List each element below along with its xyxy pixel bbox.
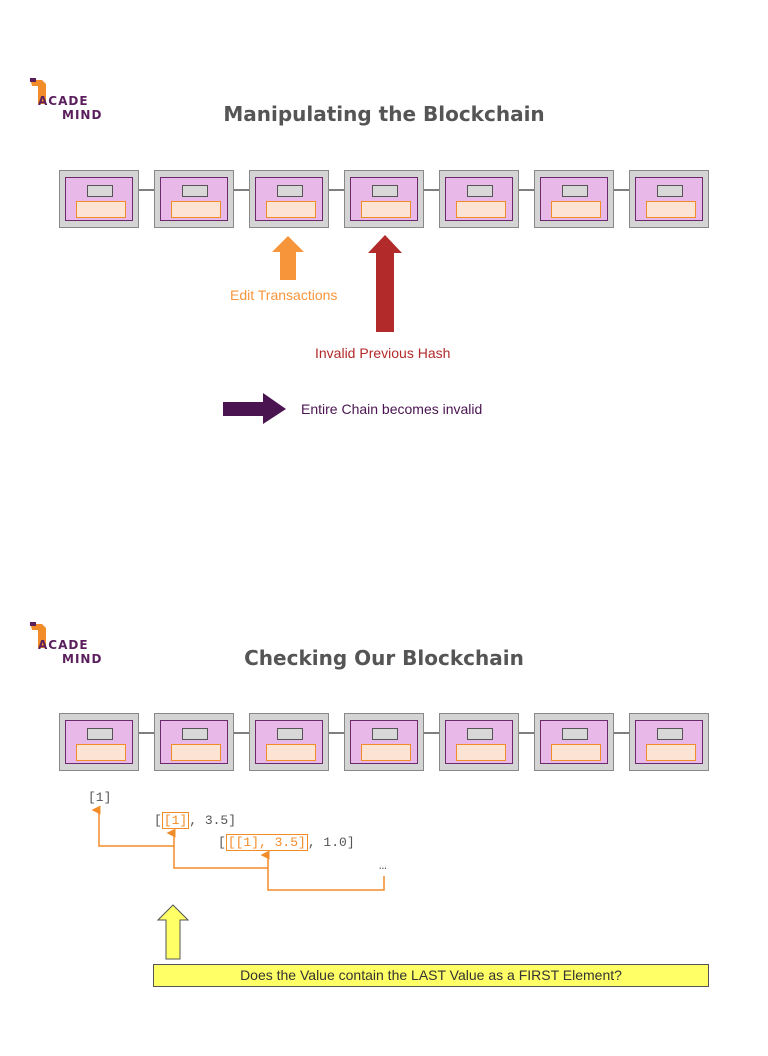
- block: [344, 713, 424, 771]
- trace-ellipsis: …: [379, 858, 387, 873]
- trace-item-2: [[1], 3.5]: [154, 812, 237, 829]
- question-banner: Does the Value contain the LAST Value as…: [153, 964, 709, 987]
- logo-text-line1: ACADE: [38, 638, 89, 652]
- slide-title: Checking Our Blockchain: [244, 646, 524, 670]
- academind-logo: ACADE MIND: [28, 76, 108, 124]
- block: [439, 713, 519, 771]
- chain-right-arrow-icon: [223, 393, 286, 424]
- transactions-field: [266, 201, 316, 218]
- previous-hash-field: [182, 728, 208, 740]
- transactions-field: [551, 744, 601, 761]
- logo-mark-icon: [30, 622, 46, 648]
- block-edited: [249, 170, 329, 228]
- slide-title: Manipulating the Blockchain: [223, 102, 545, 126]
- transactions-field: [646, 201, 696, 218]
- previous-hash-field: [657, 728, 683, 740]
- transactions-field: [361, 744, 411, 761]
- invalid-up-arrow-icon: [368, 235, 402, 332]
- logo-text-line2: MIND: [62, 652, 103, 666]
- previous-hash-field: [182, 185, 208, 197]
- block: [154, 713, 234, 771]
- previous-hash-field: [277, 728, 303, 740]
- transactions-field: [551, 201, 601, 218]
- previous-hash-field: [87, 185, 113, 197]
- previous-hash-field: [372, 185, 398, 197]
- transactions-field: [266, 744, 316, 761]
- block: [59, 713, 139, 771]
- previous-hash-field: [87, 728, 113, 740]
- block: [534, 170, 614, 228]
- previous-hash-field: [467, 185, 493, 197]
- academind-logo: ACADE MIND: [28, 620, 108, 668]
- trace-item-3: [[[1], 3.5], 1.0]: [218, 834, 355, 851]
- transactions-field: [456, 744, 506, 761]
- logo-text-line2: MIND: [62, 108, 103, 122]
- transactions-field: [76, 744, 126, 761]
- trace-item-2-highlight: [1]: [161, 812, 190, 829]
- block: [59, 170, 139, 228]
- transactions-field: [76, 201, 126, 218]
- blockchain-row: [59, 170, 709, 230]
- transactions-field: [171, 744, 221, 761]
- trace-connector-lines: [91, 805, 385, 891]
- trace-item-1: [1]: [88, 790, 112, 805]
- slide-manipulating: ACADE MIND Manipulating the Blockchain: [0, 0, 768, 512]
- transactions-field: [646, 744, 696, 761]
- previous-hash-field: [467, 728, 493, 740]
- trace-item-3-highlight: [[1], 3.5]: [225, 834, 308, 851]
- question-up-arrow-icon: [157, 904, 189, 960]
- transactions-field: [456, 201, 506, 218]
- block: [154, 170, 234, 228]
- transactions-field: [361, 201, 411, 218]
- block: [534, 713, 614, 771]
- logo-text-line1: ACADE: [38, 94, 89, 108]
- block: [629, 713, 709, 771]
- previous-hash-field: [657, 185, 683, 197]
- previous-hash-field: [372, 728, 398, 740]
- transactions-field: [171, 201, 221, 218]
- previous-hash-field: [562, 728, 588, 740]
- chain-invalid-label: Entire Chain becomes invalid: [301, 401, 483, 417]
- block: [439, 170, 519, 228]
- block-invalid: [344, 170, 424, 228]
- previous-hash-field: [562, 185, 588, 197]
- block: [629, 170, 709, 228]
- edit-up-arrow-icon: [272, 236, 304, 280]
- blockchain-row: [59, 713, 709, 773]
- block: [249, 713, 329, 771]
- slide-checking: ACADE MIND Checking Our Blockchain: [0, 544, 768, 1056]
- edit-transactions-label: Edit Transactions: [230, 287, 338, 303]
- invalid-previous-hash-label: Invalid Previous Hash: [315, 345, 451, 361]
- previous-hash-field: [277, 185, 303, 197]
- logo-mark-icon: [30, 78, 46, 104]
